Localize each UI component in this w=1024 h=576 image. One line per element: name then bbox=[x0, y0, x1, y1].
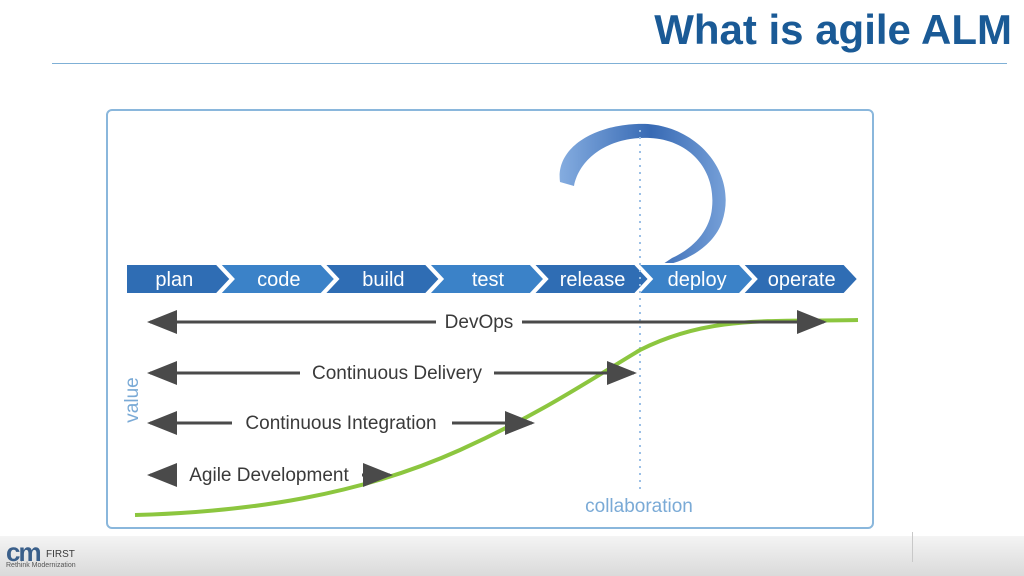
stage-label-code: code bbox=[257, 269, 300, 291]
arrow-label-devops: DevOps bbox=[445, 312, 514, 333]
stage-chevron-deploy bbox=[635, 263, 755, 295]
footer-bar bbox=[0, 536, 1024, 576]
title-divider bbox=[52, 63, 1007, 64]
arrow-agile-development: Agile Development bbox=[147, 463, 393, 487]
stage-label-plan: plan bbox=[155, 269, 193, 291]
stage-chevron-release bbox=[530, 263, 651, 295]
collaboration-label: collaboration bbox=[585, 496, 693, 517]
feedback-swirl bbox=[559, 123, 726, 266]
arrow-label-continuous-integration: Continuous Integration bbox=[245, 413, 436, 434]
company-logo: cm FIRST Rethink Modernization bbox=[6, 537, 86, 573]
arrow-continuous-integration: Continuous Integration bbox=[147, 411, 535, 435]
logo-mark: cm bbox=[6, 537, 42, 567]
logo-first: FIRST bbox=[46, 549, 75, 560]
arrow-label-continuous-delivery: Continuous Delivery bbox=[312, 363, 483, 384]
stage-label-deploy: deploy bbox=[668, 269, 727, 291]
page-title: What is agile ALM bbox=[654, 6, 1012, 53]
stage-label-build: build bbox=[362, 269, 404, 291]
stage-label-operate: operate bbox=[768, 269, 836, 291]
stage-label-test: test bbox=[472, 269, 505, 291]
stage-chevron-build bbox=[321, 263, 442, 295]
arrow-devops: DevOps bbox=[147, 310, 827, 334]
axis-label-value: value bbox=[122, 377, 143, 422]
stage-chevron-code bbox=[217, 263, 337, 295]
arrow-continuous-delivery: Continuous Delivery bbox=[147, 361, 637, 385]
arrow-label-agile-development: Agile Development bbox=[189, 465, 349, 486]
footer-divider bbox=[912, 532, 913, 562]
logo-tagline: Rethink Modernization bbox=[6, 562, 76, 569]
stage-chevron-plan bbox=[125, 263, 232, 295]
stage-band: plan code build test release deploy operate bbox=[125, 263, 860, 295]
diagram-frame bbox=[106, 109, 874, 529]
stage-label-release: release bbox=[560, 269, 626, 291]
stage-chevron-test bbox=[426, 263, 546, 295]
stage-chevron-operate bbox=[740, 263, 860, 295]
